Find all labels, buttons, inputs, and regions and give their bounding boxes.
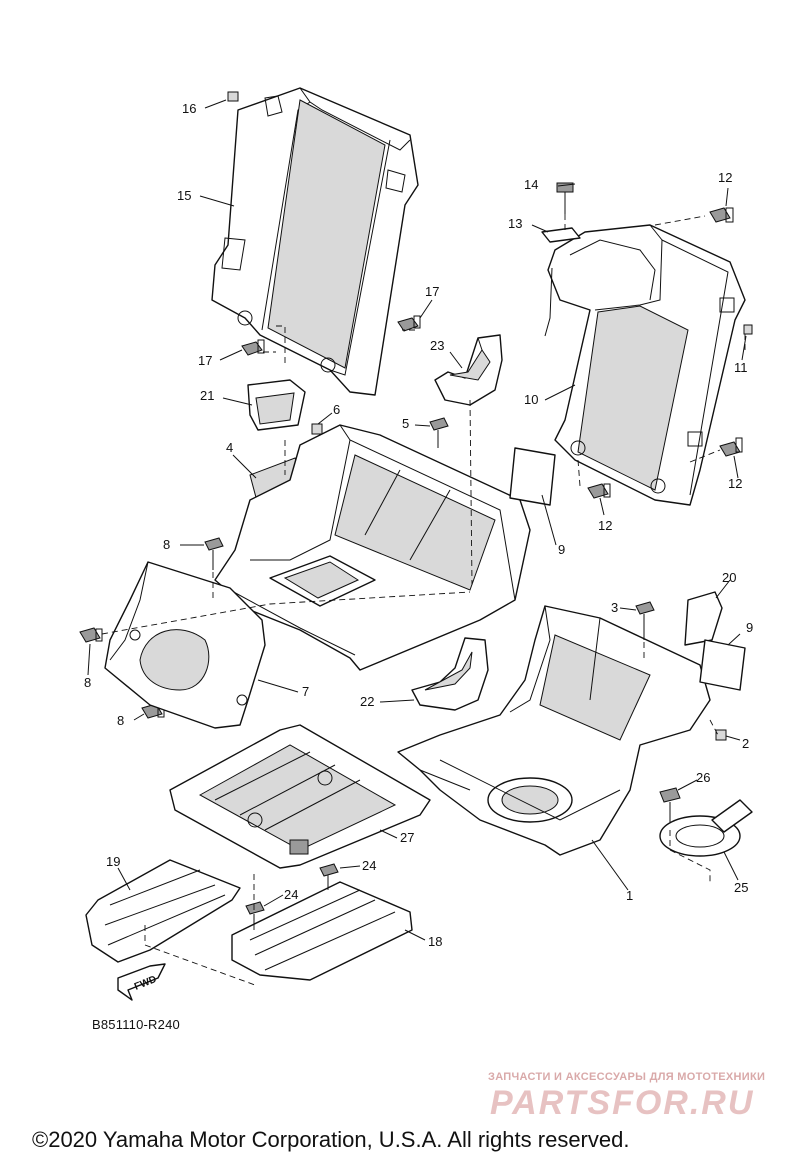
callout-9-lower: 9 bbox=[746, 620, 753, 635]
part-9-pad-lower[interactable] bbox=[699, 639, 746, 691]
callout-12-top: 12 bbox=[718, 170, 732, 185]
callout-19: 19 bbox=[106, 854, 120, 869]
callout-13: 13 bbox=[508, 216, 522, 231]
callout-17-upper: 17 bbox=[425, 284, 439, 299]
callout-21: 21 bbox=[200, 388, 214, 403]
part-16-clip[interactable] bbox=[227, 91, 239, 102]
part-21-bracket[interactable] bbox=[247, 379, 306, 431]
part-18-skid-plate[interactable] bbox=[231, 881, 413, 981]
callout-9-upper: 9 bbox=[558, 542, 565, 557]
callout-10: 10 bbox=[524, 392, 538, 407]
part-15-seat-back-panel[interactable] bbox=[211, 87, 419, 396]
part-25-cap[interactable] bbox=[659, 799, 753, 857]
callout-3: 3 bbox=[611, 600, 618, 615]
part-5-screw[interactable] bbox=[429, 417, 449, 448]
callout-22: 22 bbox=[360, 694, 374, 709]
part-8-screw-top[interactable] bbox=[204, 537, 224, 570]
callout-8-top: 8 bbox=[163, 537, 170, 552]
part-22-grab-handle[interactable] bbox=[411, 637, 489, 711]
part-12-screw-right[interactable] bbox=[719, 437, 743, 457]
diagram-code: B851110-R240 bbox=[92, 1017, 180, 1032]
callout-24-upper: 24 bbox=[362, 858, 376, 873]
callout-25: 25 bbox=[734, 880, 748, 895]
part-7-side-cover[interactable] bbox=[104, 561, 266, 729]
callout-23: 23 bbox=[430, 338, 444, 353]
callout-8-left: 8 bbox=[84, 675, 91, 690]
callout-2: 2 bbox=[742, 736, 749, 751]
part-19-skid-plate[interactable] bbox=[85, 859, 241, 963]
callout-6: 6 bbox=[333, 402, 340, 417]
part-27-under-cover[interactable] bbox=[169, 724, 431, 869]
callout-12-right: 12 bbox=[728, 476, 742, 491]
callout-18: 18 bbox=[428, 934, 442, 949]
part-17-screw-lower[interactable] bbox=[241, 339, 265, 356]
leader-lines bbox=[87, 99, 747, 941]
callout-8-bottom: 8 bbox=[117, 713, 124, 728]
callout-11: 11 bbox=[734, 360, 748, 375]
fwd-direction-arrow: FWD bbox=[117, 963, 166, 1001]
callout-12-bottom: 12 bbox=[598, 518, 612, 533]
part-1-floor-tray[interactable] bbox=[397, 605, 711, 856]
part-14-bolt[interactable] bbox=[556, 182, 574, 214]
part-12-screw-top[interactable] bbox=[709, 207, 734, 223]
part-17-screw-upper[interactable] bbox=[397, 315, 421, 332]
callout-14: 14 bbox=[524, 177, 538, 192]
part-11-clip[interactable] bbox=[743, 324, 753, 335]
callout-7: 7 bbox=[302, 684, 309, 699]
watermark-tagline: ЗАПЧАСТИ И АКСЕССУАРЫ ДЛЯ МОТОТЕХНИКИ bbox=[488, 1071, 766, 1083]
callout-4: 4 bbox=[226, 440, 233, 455]
alignment-lines bbox=[101, 214, 746, 986]
part-6-clip[interactable] bbox=[311, 423, 323, 435]
watermark-logo: PARTSFOR.RU bbox=[490, 1084, 755, 1122]
copyright-notice: ©2020 Yamaha Motor Corporation, U.S.A. A… bbox=[32, 1127, 630, 1152]
part-23-grab-handle[interactable] bbox=[434, 334, 503, 406]
part-20-bracket[interactable] bbox=[684, 591, 723, 646]
callout-5: 5 bbox=[402, 416, 409, 431]
callout-labels: 16 15 17 17 14 13 12 11 10 23 21 6 5 4 1… bbox=[84, 101, 753, 949]
part-3-screw[interactable] bbox=[635, 601, 655, 640]
part-10-side-panel[interactable] bbox=[544, 224, 746, 506]
callout-1: 1 bbox=[626, 888, 633, 903]
callout-16: 16 bbox=[182, 101, 196, 116]
part-8-screw-left[interactable] bbox=[79, 627, 103, 643]
part-13-bracket[interactable] bbox=[541, 227, 581, 243]
part-12-screw-bottom[interactable] bbox=[587, 483, 611, 499]
part-9-pad-upper[interactable] bbox=[509, 447, 556, 506]
callout-27: 27 bbox=[400, 830, 414, 845]
callout-15: 15 bbox=[177, 188, 191, 203]
part-storage-tub[interactable] bbox=[214, 424, 531, 671]
callout-17-lower: 17 bbox=[198, 353, 212, 368]
callout-26: 26 bbox=[696, 770, 710, 785]
callout-20: 20 bbox=[722, 570, 736, 585]
part-2-clip[interactable] bbox=[715, 729, 727, 741]
callout-24-lower: 24 bbox=[284, 887, 298, 902]
